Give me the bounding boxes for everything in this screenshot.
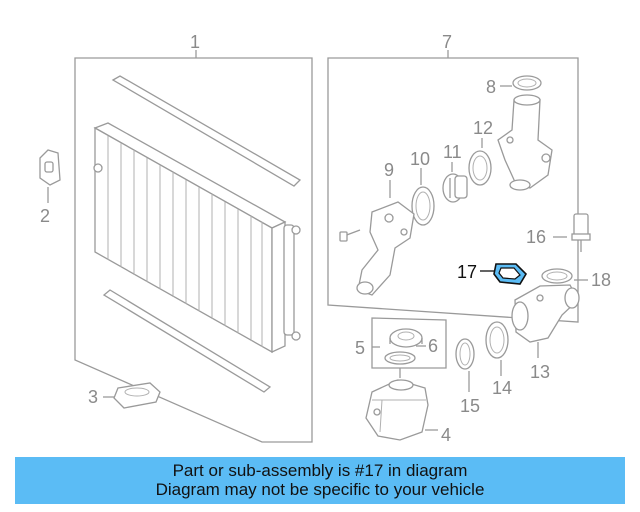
coolant-outlet-pipe[interactable] bbox=[497, 94, 553, 191]
temperature-sensor-part-16[interactable] bbox=[571, 213, 591, 252]
callout-10[interactable]: 10 bbox=[410, 149, 430, 169]
callout-11[interactable]: 11 bbox=[443, 142, 462, 162]
radiator-core[interactable] bbox=[93, 122, 301, 354]
radiator-panel: 1 bbox=[39, 32, 313, 443]
info-banner: Part or sub-assembly is #17 in diagram D… bbox=[15, 457, 625, 504]
o-ring-part-8[interactable] bbox=[512, 75, 542, 91]
coolant-pipe-part-13[interactable] bbox=[511, 284, 580, 343]
callout-5[interactable]: 5 bbox=[355, 338, 365, 358]
clamp-part-15[interactable] bbox=[455, 338, 475, 370]
callout-4[interactable]: 4 bbox=[441, 425, 451, 445]
reservoir-cap[interactable] bbox=[389, 328, 423, 348]
callout-18[interactable]: 18 bbox=[591, 270, 611, 290]
callout-15[interactable]: 15 bbox=[460, 396, 480, 416]
cap-group-box: 5 6 bbox=[355, 317, 447, 369]
thermostat-housing-part-9[interactable] bbox=[356, 201, 415, 296]
callout-1[interactable]: 1 bbox=[190, 32, 200, 52]
callout-13[interactable]: 13 bbox=[530, 362, 550, 382]
callout-17[interactable]: 17 bbox=[457, 262, 477, 282]
callout-6[interactable]: 6 bbox=[428, 336, 438, 356]
callout-7[interactable]: 7 bbox=[442, 32, 452, 52]
callout-14[interactable]: 14 bbox=[492, 378, 512, 398]
rubber-mount-part-3[interactable] bbox=[113, 382, 161, 409]
expansion-tank-part-4[interactable] bbox=[365, 379, 429, 441]
callout-8[interactable]: 8 bbox=[486, 77, 496, 97]
mount-bracket-part-2[interactable] bbox=[39, 149, 61, 186]
callout-12[interactable]: 12 bbox=[473, 118, 493, 138]
callout-3[interactable]: 3 bbox=[88, 387, 98, 407]
banner-line-1: Part or sub-assembly is #17 in diagram bbox=[172, 461, 468, 480]
banner-line-2: Diagram may not be specific to your vehi… bbox=[155, 480, 485, 499]
gasket-part-17-highlighted[interactable] bbox=[493, 263, 528, 285]
thermostat-housing-panel: 7 8 12 11 10 bbox=[327, 32, 611, 323]
parts-diagram: 1 bbox=[39, 32, 611, 445]
callout-9[interactable]: 9 bbox=[384, 160, 394, 180]
o-ring-part-18[interactable] bbox=[541, 268, 573, 284]
thermostat-part-11[interactable] bbox=[442, 173, 468, 203]
housing-bolt[interactable] bbox=[339, 229, 361, 242]
callout-2[interactable]: 2 bbox=[40, 206, 50, 226]
cap-seal-part-6[interactable] bbox=[384, 351, 416, 365]
callout-16[interactable]: 16 bbox=[526, 227, 546, 247]
gasket-part-10[interactable] bbox=[411, 186, 435, 226]
